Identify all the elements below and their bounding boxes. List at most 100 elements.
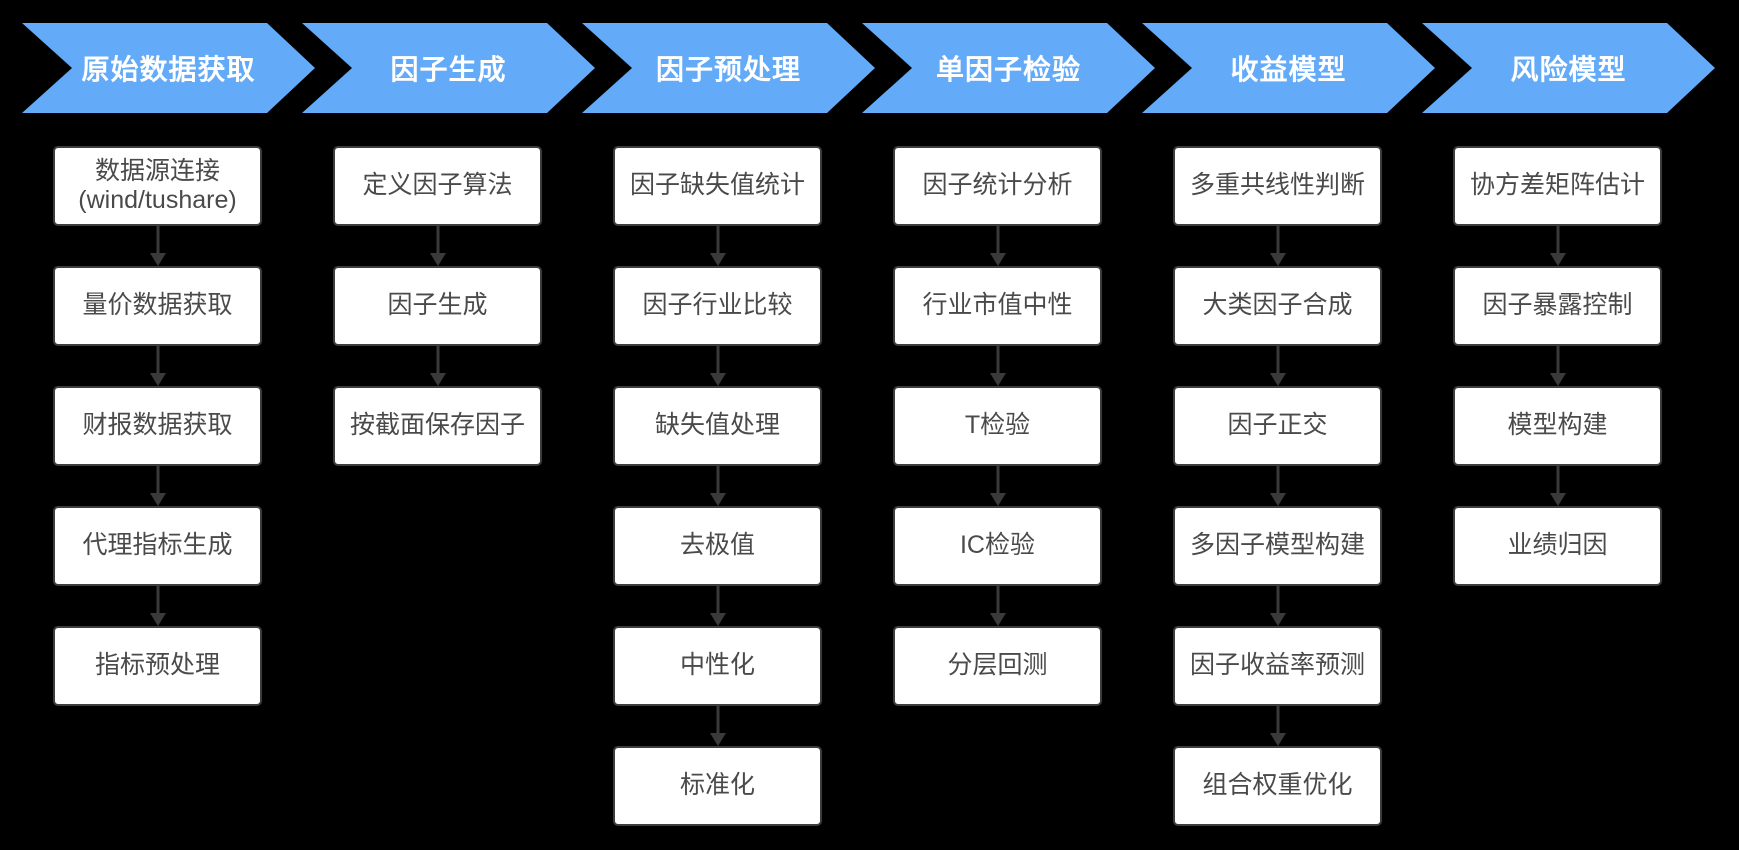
process-step-box-5-3: 业绩归因 (1453, 506, 1662, 586)
arrow-shaft (436, 226, 439, 257)
down-arrow-icon-5-1 (1549, 346, 1566, 386)
down-arrow-icon-4-1 (1269, 346, 1286, 386)
process-step-box-5-1: 因子暴露控制 (1453, 266, 1662, 346)
process-step-box-1-1: 因子生成 (333, 266, 542, 346)
stage-header-0: 原始数据获取 (22, 23, 315, 113)
process-step-box-3-1: 行业市值中性 (893, 266, 1102, 346)
down-arrow-icon-2-4 (709, 706, 726, 746)
down-arrow-icon-3-2 (989, 466, 1006, 506)
arrow-shaft (1276, 586, 1279, 617)
arrow-shaft (1276, 226, 1279, 257)
arrow-head (1269, 733, 1286, 746)
stage-header-4: 收益模型 (1142, 23, 1435, 113)
arrow-head (429, 373, 446, 386)
process-step-box-2-3: 去极值 (613, 506, 822, 586)
arrow-head (1549, 253, 1566, 266)
arrow-shaft (1556, 226, 1559, 257)
down-arrow-icon-4-0 (1269, 226, 1286, 266)
process-step-box-4-1: 大类因子合成 (1173, 266, 1382, 346)
down-arrow-icon-3-1 (989, 346, 1006, 386)
arrow-shaft (156, 586, 159, 617)
process-step-box-0-2: 财报数据获取 (53, 386, 262, 466)
arrow-shaft (1556, 466, 1559, 497)
arrow-shaft (1276, 346, 1279, 377)
down-arrow-icon-5-0 (1549, 226, 1566, 266)
process-step-box-4-3: 多因子模型构建 (1173, 506, 1382, 586)
arrow-head (1549, 493, 1566, 506)
arrow-shaft (1276, 466, 1279, 497)
down-arrow-icon-2-2 (709, 466, 726, 506)
arrow-head (1549, 373, 1566, 386)
down-arrow-icon-0-3 (149, 586, 166, 626)
down-arrow-icon-5-2 (1549, 466, 1566, 506)
down-arrow-icon-4-2 (1269, 466, 1286, 506)
arrow-shaft (156, 346, 159, 377)
process-step-box-4-0: 多重共线性判断 (1173, 146, 1382, 226)
arrow-shaft (716, 346, 719, 377)
arrow-head (709, 613, 726, 626)
process-step-box-3-4: 分层回测 (893, 626, 1102, 706)
arrow-shaft (716, 466, 719, 497)
arrow-head (989, 613, 1006, 626)
process-step-box-2-0: 因子缺失值统计 (613, 146, 822, 226)
process-step-box-4-2: 因子正交 (1173, 386, 1382, 466)
arrow-shaft (1276, 706, 1279, 737)
arrow-head (149, 493, 166, 506)
arrow-head (709, 253, 726, 266)
process-step-box-3-0: 因子统计分析 (893, 146, 1102, 226)
arrow-shaft (716, 706, 719, 737)
down-arrow-icon-0-1 (149, 346, 166, 386)
down-arrow-icon-1-0 (429, 226, 446, 266)
arrow-head (149, 253, 166, 266)
process-step-box-0-3: 代理指标生成 (53, 506, 262, 586)
down-arrow-icon-1-1 (429, 346, 446, 386)
down-arrow-icon-3-3 (989, 586, 1006, 626)
process-step-box-3-3: IC检验 (893, 506, 1102, 586)
process-step-box-1-2: 按截面保存因子 (333, 386, 542, 466)
down-arrow-icon-0-2 (149, 466, 166, 506)
arrow-head (1269, 613, 1286, 626)
down-arrow-icon-4-4 (1269, 706, 1286, 746)
down-arrow-icon-2-0 (709, 226, 726, 266)
stage-header-1: 因子生成 (302, 23, 595, 113)
arrow-head (989, 253, 1006, 266)
process-step-box-2-5: 标准化 (613, 746, 822, 826)
arrow-head (149, 373, 166, 386)
process-step-box-2-1: 因子行业比较 (613, 266, 822, 346)
down-arrow-icon-2-1 (709, 346, 726, 386)
down-arrow-icon-0-0 (149, 226, 166, 266)
arrow-head (1269, 253, 1286, 266)
arrow-head (709, 493, 726, 506)
process-step-box-5-2: 模型构建 (1453, 386, 1662, 466)
arrow-head (709, 733, 726, 746)
arrow-head (1269, 373, 1286, 386)
stage-header-2: 因子预处理 (582, 23, 875, 113)
arrow-head (1269, 493, 1286, 506)
process-step-box-0-0: 数据源连接 (wind/tushare) (53, 146, 262, 226)
down-arrow-icon-3-0 (989, 226, 1006, 266)
arrow-shaft (716, 226, 719, 257)
arrow-shaft (996, 346, 999, 377)
down-arrow-icon-2-3 (709, 586, 726, 626)
process-step-box-0-1: 量价数据获取 (53, 266, 262, 346)
arrow-shaft (996, 586, 999, 617)
process-step-box-4-5: 组合权重优化 (1173, 746, 1382, 826)
arrow-shaft (996, 226, 999, 257)
arrow-head (149, 613, 166, 626)
process-step-box-3-2: T检验 (893, 386, 1102, 466)
process-step-box-2-2: 缺失值处理 (613, 386, 822, 466)
arrow-shaft (156, 466, 159, 497)
stage-header-3: 单因子检验 (862, 23, 1155, 113)
process-step-box-2-4: 中性化 (613, 626, 822, 706)
process-step-box-5-0: 协方差矩阵估计 (1453, 146, 1662, 226)
process-step-box-0-4: 指标预处理 (53, 626, 262, 706)
arrow-head (709, 373, 726, 386)
arrow-head (429, 253, 446, 266)
arrow-shaft (436, 346, 439, 377)
process-step-box-1-0: 定义因子算法 (333, 146, 542, 226)
stage-header-5: 风险模型 (1422, 23, 1715, 113)
arrow-shaft (156, 226, 159, 257)
process-step-box-4-4: 因子收益率预测 (1173, 626, 1382, 706)
arrow-shaft (996, 466, 999, 497)
